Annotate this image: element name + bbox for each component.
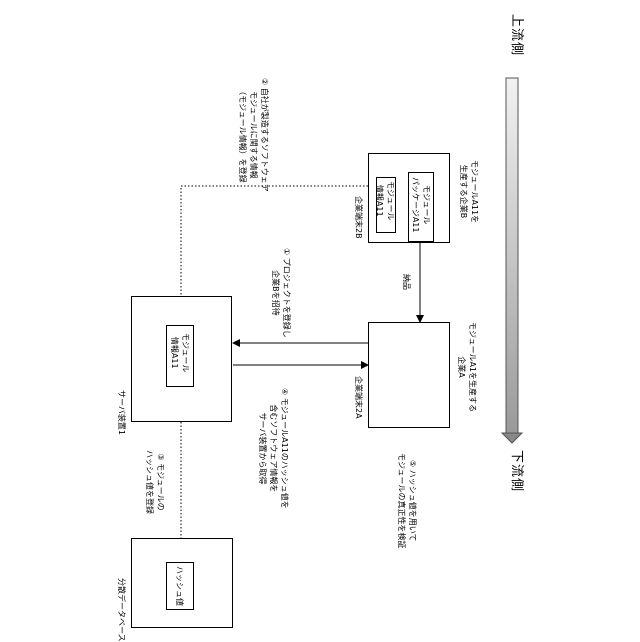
step4-label: ④ モジュールA11のハッシュ値を 含むソフトウェア情報を サーバ装置から取得 xyxy=(257,388,290,509)
company-terminal-b-label: 企業端末2B xyxy=(353,196,364,239)
company-terminal-a xyxy=(368,322,450,428)
hash-value-label: ハッシュ値 xyxy=(174,566,185,606)
company-a-description: モジュールA1を生産する 企業A xyxy=(456,322,478,412)
flow-direction-arrow xyxy=(502,78,522,443)
step5-label: ⑤ ハッシュ値を用いて モジュールの真正性を検証 xyxy=(396,453,418,548)
delivery-label: 納品 xyxy=(401,274,412,290)
module-info-b-label: モジュール 情報A11 xyxy=(374,181,396,220)
company-b-description: モジュールA11を 生産する企業B xyxy=(458,160,480,223)
server-device-label: サーバ装置1 xyxy=(116,390,127,435)
distributed-database-label: 分散データベース xyxy=(116,578,127,642)
step2-label: ② 自社が製造するソフトウェア モジュールに関する情報 （モジュール情報）を登録 xyxy=(237,78,270,192)
upstream-label: 上流側 xyxy=(509,14,524,56)
downstream-label: 下流側 xyxy=(509,450,524,492)
module-package-b-label: モジュール パッケージA11 xyxy=(410,177,432,233)
step3-label: ③ モジュールの ハッシュ値を登録 xyxy=(144,450,166,514)
company-terminal-a-label: 企業端末2A xyxy=(353,376,364,419)
step1-label: ① プロジェクトを登録し 企業Bを招待 xyxy=(270,248,292,338)
module-info-server-label: モジュール 情報A11 xyxy=(169,333,191,372)
